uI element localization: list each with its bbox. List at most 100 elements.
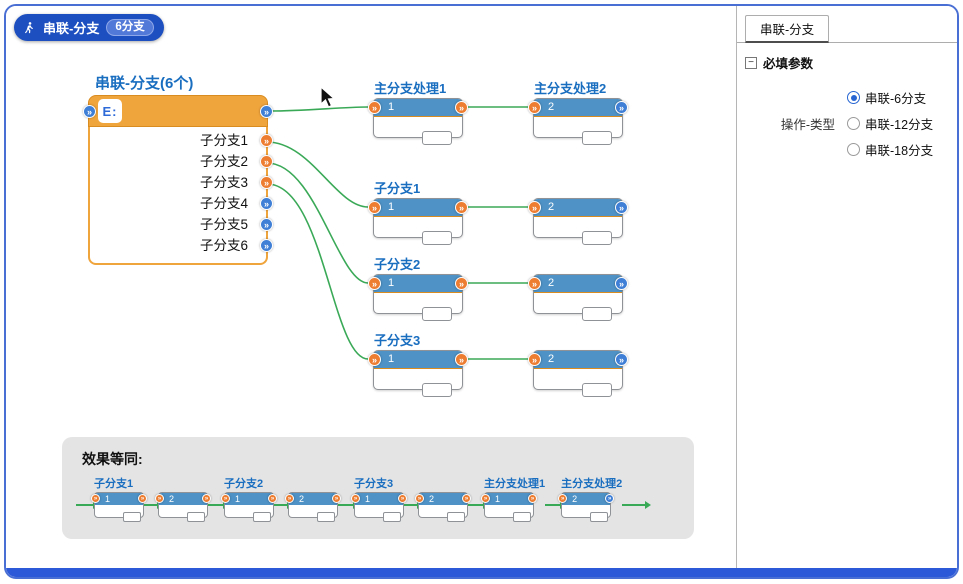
required-params-section[interactable]: − 必填参数 [745, 53, 949, 72]
branch-row: 子分支6» [90, 235, 273, 256]
mini-output-port[interactable]: » [138, 494, 147, 503]
mini-node[interactable]: »2» [285, 492, 341, 522]
flow-node[interactable]: » 1 » [368, 350, 468, 397]
mini-output-port[interactable]: » [398, 494, 407, 503]
branch-port-3[interactable]: » [260, 176, 273, 189]
node-number: 1 [235, 494, 241, 504]
node-output-port[interactable]: » [455, 101, 468, 114]
flow-node[interactable]: » 1 » [368, 98, 468, 145]
node-notch [187, 512, 205, 522]
mini-node[interactable]: » 1 » [221, 492, 277, 522]
badge-count: 6分支 [106, 19, 154, 36]
mini-node[interactable]: »2» [155, 492, 211, 522]
flow-node[interactable]: » 2 » [528, 274, 628, 321]
mini-output-port[interactable]: » [332, 494, 341, 503]
mini-input-port[interactable]: » [481, 494, 490, 503]
node-output-port[interactable]: » [455, 353, 468, 366]
branch-port-5[interactable]: » [260, 218, 273, 231]
node-output-port[interactable]: » [455, 277, 468, 290]
node-output-port[interactable]: » [615, 277, 628, 290]
mini-input-port[interactable]: » [155, 494, 164, 503]
mini-node[interactable]: » 1 » [481, 492, 537, 522]
main-input-port[interactable]: » [83, 105, 96, 118]
flow-node[interactable]: » 2 » [528, 198, 628, 245]
radio-option-12[interactable]: 串联-12分支 [847, 114, 951, 133]
node-output-port[interactable]: » [615, 201, 628, 214]
node-number: 1 [495, 494, 501, 504]
flow-arrow [274, 501, 293, 509]
radio-option-18[interactable]: 串联-18分支 [847, 140, 951, 159]
mini-input-port[interactable]: » [558, 494, 568, 503]
branch-row: 子分支5» [90, 214, 273, 235]
radio-icon[interactable] [847, 91, 860, 104]
radio-label: 串联-18分支 [865, 144, 934, 158]
mini-output-port[interactable]: » [202, 494, 211, 503]
node-notch [317, 512, 335, 522]
flow-arrow [338, 501, 359, 509]
node-notch [447, 512, 465, 522]
connection-lines [266, 106, 528, 360]
node-notch [513, 512, 531, 522]
flow-node[interactable]: » 2 » [528, 98, 628, 145]
radio-icon[interactable] [847, 143, 860, 156]
main-output-port[interactable]: » [260, 105, 273, 118]
mini-output-port[interactable]: » [462, 494, 471, 503]
radio-option-6[interactable]: 串联-6分支 [847, 88, 951, 107]
radio-icon[interactable] [847, 117, 860, 130]
node-input-port[interactable]: » [528, 277, 541, 290]
workflow-badge[interactable]: 串联-分支 6分支 [14, 14, 164, 41]
node-output-port[interactable]: » [615, 353, 628, 366]
node-output-port[interactable]: » [615, 101, 628, 114]
node-number: 1 [388, 277, 395, 289]
node-notch [422, 131, 452, 145]
branch-port-2[interactable]: » [260, 155, 273, 168]
flow-node[interactable]: » 1 » [368, 198, 468, 245]
flow-arrow [404, 501, 423, 509]
mini-input-port[interactable]: » [91, 494, 100, 503]
main-branch-node-body[interactable]: 子分支1» 子分支2» 子分支3» 子分支4» 子分支5» 子分支6» [88, 126, 273, 265]
node-input-port[interactable]: » [368, 101, 381, 114]
branch-port-6[interactable]: » [260, 239, 273, 252]
node-input-port[interactable]: » [528, 101, 541, 114]
mini-node[interactable]: » 1 » [351, 492, 407, 522]
mini-node[interactable]: »2» [415, 492, 471, 522]
flow-arrow [144, 501, 163, 509]
radio-group: 串联-6分支 串联-12分支 串联-18分支 [847, 88, 951, 159]
flow-arrow [468, 501, 489, 509]
flow-canvas[interactable]: 串联-分支 6分支 串联-分支(6个) » E: » 子分支1» 子分支2» 子… [6, 6, 736, 577]
node-number: 1 [105, 494, 111, 504]
node-input-port[interactable]: » [368, 201, 381, 214]
flow-arrow [545, 501, 567, 509]
branch-port-4[interactable]: » [260, 197, 273, 210]
node-header: » 2 » [528, 199, 628, 217]
node-input-port[interactable]: » [528, 201, 541, 214]
flow-arrow [622, 501, 652, 509]
mini-input-port[interactable]: » [221, 494, 230, 503]
mini-node[interactable]: »2» [558, 492, 615, 522]
mini-output-port[interactable]: » [268, 494, 277, 503]
mini-input-port[interactable]: » [351, 494, 360, 503]
node-number: 1 [365, 494, 371, 504]
properties-panel: 串联-分支 − 必填参数 操作-类型 串联-6分支 串联-12分支 [736, 6, 957, 577]
equiv-group: 子分支3 »1» »2» [351, 475, 471, 522]
flow-node[interactable]: » 2 » [528, 350, 628, 397]
mini-output-port[interactable]: » [605, 494, 615, 503]
flow-label: 主分支处理2 [534, 81, 607, 96]
operation-type-field: 操作-类型 串联-6分支 串联-12分支 串联-18分支 [737, 88, 957, 159]
node-input-port[interactable]: » [528, 353, 541, 366]
node-output-port[interactable]: » [455, 201, 468, 214]
node-notch [422, 231, 452, 245]
node-input-port[interactable]: » [368, 277, 381, 290]
mini-input-port[interactable]: » [285, 494, 294, 503]
mini-node[interactable]: » 1 » [91, 492, 147, 522]
node-input-port[interactable]: » [368, 353, 381, 366]
branch-port-1[interactable]: » [260, 134, 273, 147]
main-branch-node-header[interactable]: » E: » [83, 95, 273, 127]
equiv-group-label: 子分支1 [94, 478, 134, 490]
mini-input-port[interactable]: » [415, 494, 424, 503]
mini-output-port[interactable]: » [528, 494, 537, 503]
flow-node[interactable]: » 1 » [368, 274, 468, 321]
collapse-icon[interactable]: − [745, 56, 757, 69]
tab-workflow[interactable]: 串联-分支 [745, 15, 830, 43]
node-number: 2 [548, 353, 555, 365]
